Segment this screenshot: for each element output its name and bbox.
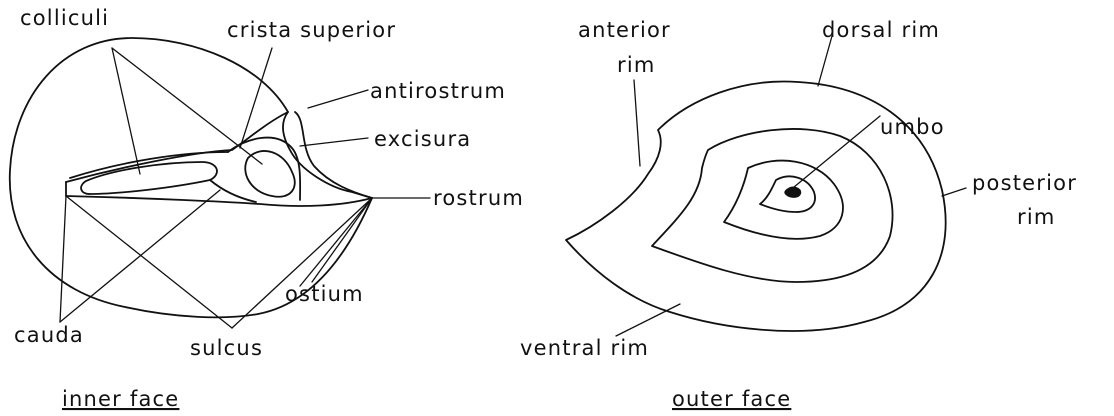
label-rostrum: rostrum — [433, 186, 524, 210]
ostium-inner-wall — [210, 180, 256, 202]
label-cauda: cauda — [14, 323, 84, 347]
sulcus-top-edge — [66, 112, 288, 182]
outer-face-labels: anterior rim dorsal rim umbo posterior r… — [520, 18, 1077, 411]
sulcus-bottom-edge — [66, 196, 372, 206]
label-anterior-rim-line2: rim — [617, 53, 656, 77]
label-dorsal-rim: dorsal rim — [822, 18, 940, 42]
cauda-colliculum — [81, 162, 217, 194]
label-ostium: ostium — [285, 282, 364, 306]
growth-ring-2 — [652, 129, 893, 282]
inner-face-labels: colliculi crista superior antirostrum ex… — [14, 6, 524, 411]
label-posterior-rim-line1: posterior — [972, 171, 1077, 195]
label-sulcus: sulcus — [190, 336, 263, 360]
caption-inner-face: inner face — [62, 387, 179, 411]
label-umbo: umbo — [880, 115, 945, 139]
inner-face-figure — [10, 38, 372, 317]
label-posterior-rim-line2: rim — [1017, 205, 1056, 229]
label-crista-superior: crista superior — [227, 18, 396, 42]
label-excisura: excisura — [374, 127, 471, 151]
inner-outline — [10, 38, 372, 317]
label-colliculi: colliculi — [20, 6, 109, 30]
inner-outline-inner-rim — [295, 112, 372, 198]
label-antirostrum: antirostrum — [370, 79, 506, 103]
growth-ring-3 — [724, 161, 843, 239]
caption-outer-face: outer face — [672, 387, 791, 411]
ostium-colliculum — [245, 151, 295, 197]
label-anterior-rim-line1: anterior — [578, 18, 671, 42]
label-ventral-rim: ventral rim — [520, 336, 649, 360]
